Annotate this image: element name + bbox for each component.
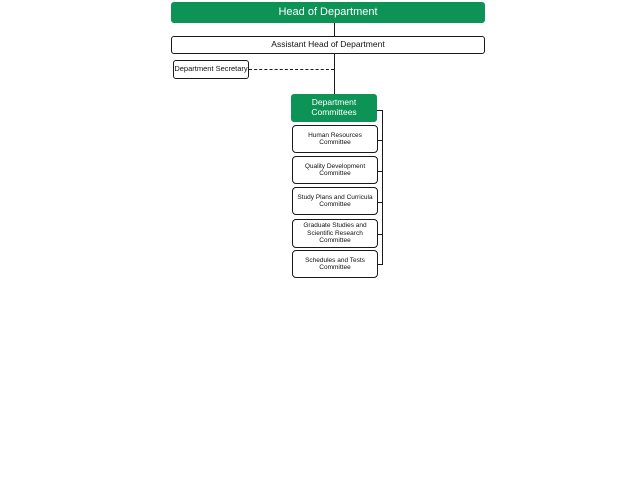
committee-box-human-resources: Human Resources Committee xyxy=(292,125,378,153)
committee-label: Human Resources Committee xyxy=(308,131,362,146)
connector-assistant-to-committees xyxy=(334,54,335,94)
department-committees-label: Department Committees xyxy=(311,97,357,117)
connector-committee-stub xyxy=(378,234,382,235)
assistant-head-label: Assistant Head of Department xyxy=(271,39,385,50)
committee-box-schedules-tests: Schedules and Tests Committee xyxy=(292,250,378,278)
committee-box-study-plans: Study Plans and Curricula Committee xyxy=(292,187,378,215)
committee-label: Graduate Studies and Scientific Research… xyxy=(303,222,367,245)
connector-committees-bracket-top xyxy=(377,110,382,111)
connector-committee-stub xyxy=(378,140,382,141)
head-of-department-label: Head of Department xyxy=(278,6,378,19)
committee-label: Quality Development Committee xyxy=(304,162,366,177)
committee-box-quality-development: Quality Development Committee xyxy=(292,156,378,184)
committee-box-graduate-studies: Graduate Studies and Scientific Research… xyxy=(292,219,378,248)
dashed-connector-secretary xyxy=(249,69,334,70)
committee-label: Schedules and Tests Committee xyxy=(305,256,365,271)
committee-label: Study Plans and Curricula Committee xyxy=(297,193,373,208)
connector-committee-stub xyxy=(378,202,382,203)
head-of-department-box: Head of Department xyxy=(171,2,485,23)
connector-committee-stub xyxy=(378,264,382,265)
connector-head-to-assistant xyxy=(334,23,335,36)
connector-committees-bracket xyxy=(382,110,383,265)
connector-committee-stub xyxy=(378,171,382,172)
department-secretary-label: Department Secretary xyxy=(174,64,248,74)
department-secretary-box: Department Secretary xyxy=(173,60,249,79)
department-committees-box: Department Committees xyxy=(291,94,377,122)
assistant-head-box: Assistant Head of Department xyxy=(171,36,485,54)
